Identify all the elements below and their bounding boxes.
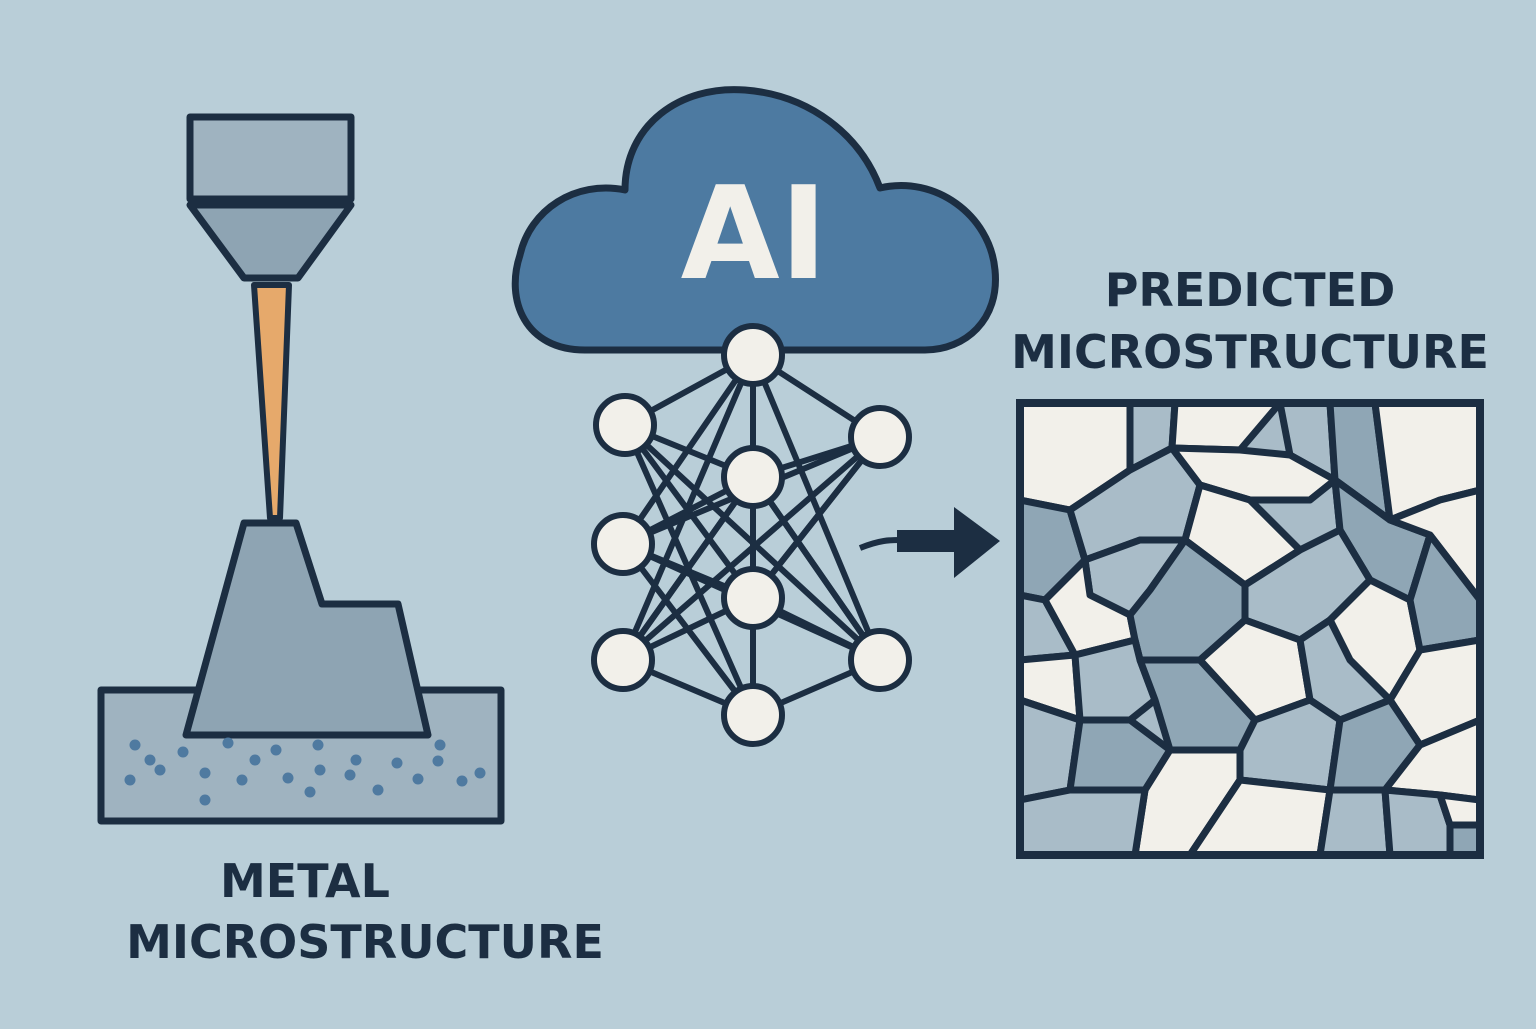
network-node xyxy=(721,566,785,630)
cloud-ai-text: AI xyxy=(681,160,828,309)
grain xyxy=(1186,776,1334,855)
neural-network-icon xyxy=(591,323,912,747)
network-node xyxy=(593,393,657,457)
powder-dot xyxy=(249,754,261,766)
network-node xyxy=(721,445,785,509)
powder-dot xyxy=(434,739,446,751)
powder-dot xyxy=(282,772,294,784)
powder-dot xyxy=(199,794,211,806)
arrow-right-icon xyxy=(858,507,1000,578)
network-edge xyxy=(620,474,756,663)
left-label-line1: METAL xyxy=(220,854,390,908)
powder-dot xyxy=(144,754,156,766)
powder-dot xyxy=(304,786,316,798)
powder-dot xyxy=(391,757,403,769)
network-edge xyxy=(750,352,883,663)
powder-dot xyxy=(199,767,211,779)
grain xyxy=(1316,786,1394,855)
metal-substrate xyxy=(97,519,505,825)
network-node xyxy=(591,512,655,576)
powder-dot xyxy=(350,754,362,766)
network-node xyxy=(848,405,912,469)
powder-dot xyxy=(432,755,444,767)
powder-dot xyxy=(124,774,136,786)
right-label-line2: MICROSTRUCTURE xyxy=(1011,325,1489,379)
network-edge xyxy=(750,474,883,663)
cloud-icon xyxy=(511,86,999,354)
powder-dot xyxy=(344,769,356,781)
grain xyxy=(1436,791,1480,829)
powder-dot xyxy=(236,774,248,786)
powder-dot xyxy=(270,744,282,756)
powder-dot xyxy=(312,739,324,751)
grain xyxy=(1406,531,1480,654)
powder-dot xyxy=(412,773,424,785)
powder-dot xyxy=(314,764,326,776)
powder-dot xyxy=(474,767,486,779)
network-node xyxy=(721,683,785,747)
grain xyxy=(1446,821,1480,855)
right-label-line1: PREDICTED xyxy=(1105,263,1396,317)
powder-dot xyxy=(456,775,468,787)
neural-network-edges xyxy=(620,352,883,718)
grain xyxy=(1020,786,1149,855)
network-node xyxy=(721,323,785,387)
powder-particles xyxy=(124,737,486,806)
grain xyxy=(1386,486,1480,604)
powder-dot xyxy=(372,784,384,796)
powder-dot xyxy=(177,746,189,758)
laser-nozzle-icon xyxy=(186,113,355,521)
powder-dot xyxy=(154,764,166,776)
left-label-line2: MICROSTRUCTURE xyxy=(126,915,604,969)
network-node xyxy=(848,628,912,692)
network-edge xyxy=(750,434,883,601)
grain-structure-icon xyxy=(1020,403,1480,855)
powder-dot xyxy=(222,737,234,749)
grain-box-frame xyxy=(1016,399,1484,859)
network-node xyxy=(591,628,655,692)
powder-dot xyxy=(129,739,141,751)
